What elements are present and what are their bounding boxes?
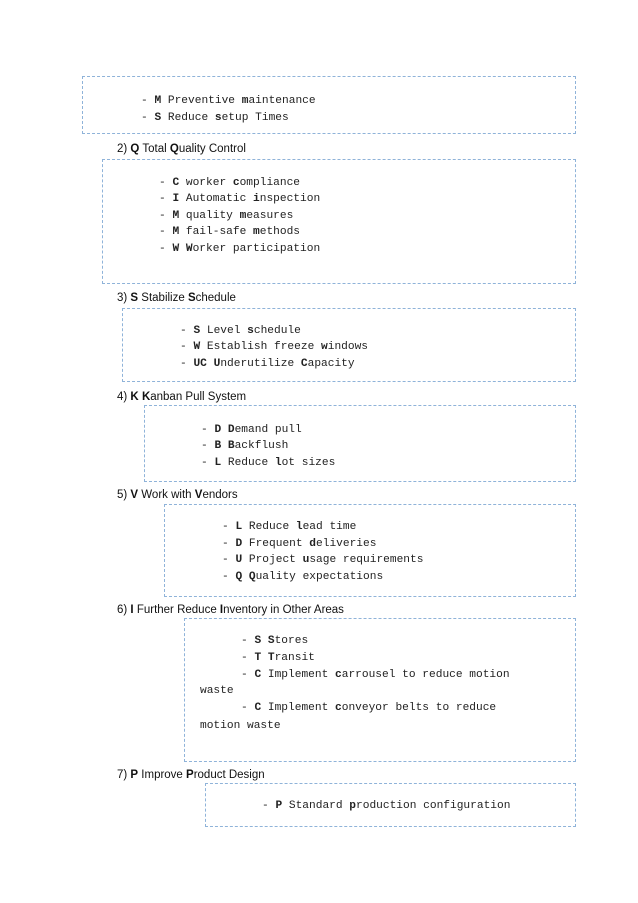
section-6-item-3-wrap: waste — [200, 685, 234, 697]
section-6-item-4: - C Implement conveyor belts to reduce — [241, 702, 497, 714]
section-2-heading: 2) Q Total Quality Control — [117, 143, 246, 155]
section-4-item-3: - L Reduce lot sizes — [201, 457, 336, 469]
section-6-item-3: - C Implement carrousel to reduce motion — [241, 669, 510, 681]
section-4-item-1: - D Demand pull — [201, 424, 302, 436]
section-5-item-1: - L Reduce lead time — [222, 521, 357, 533]
section-3-item-1: - S Level schedule — [180, 325, 301, 337]
section-2-item-2: - I Automatic inspection — [159, 193, 321, 205]
section-6-box — [184, 618, 576, 762]
section-7-box — [205, 783, 576, 827]
section-6-item-4-wrap: motion waste — [200, 720, 281, 732]
section-2-item-4: - M fail-safe methods — [159, 226, 301, 238]
section-4-box — [144, 405, 576, 482]
section-2-box — [102, 159, 576, 284]
section-1-box — [82, 76, 576, 134]
section-5-item-4: - Q Quality expectations — [222, 571, 384, 583]
section-3-heading: 3) S Stabilize Schedule — [117, 292, 236, 304]
section-3-box — [122, 308, 576, 382]
section-6-item-2: - T Transit — [241, 652, 315, 664]
section-4-item-2: - B Backflush — [201, 440, 289, 452]
section-6-item-1: - S Stores — [241, 635, 309, 647]
section-6-heading: 6) I Further Reduce Inventory in Other A… — [117, 604, 344, 616]
section-7-item-1: - P Standard production configuration — [262, 800, 511, 812]
section-1-item-2: - S Reduce setup Times — [141, 112, 289, 124]
section-4-heading: 4) K Kanban Pull System — [117, 391, 247, 403]
section-2-item-3: - M quality measures — [159, 210, 294, 222]
section-5-item-3: - U Project usage requirements — [222, 554, 424, 566]
section-7-heading: 7) P Improve Product Design — [117, 769, 265, 781]
section-5-item-2: - D Frequent deliveries — [222, 538, 377, 550]
section-5-box — [164, 504, 576, 597]
section-1-item-1: - M Preventive maintenance — [141, 95, 316, 107]
section-3-item-3: - UC Underutilize Capacity — [180, 358, 355, 370]
section-2-item-1: - C worker compliance — [159, 177, 301, 189]
section-2-item-5: - W Worker participation — [159, 243, 321, 255]
section-3-item-2: - W Establish freeze windows — [180, 341, 369, 353]
section-5-heading: 5) V Work with Vendors — [117, 489, 238, 501]
